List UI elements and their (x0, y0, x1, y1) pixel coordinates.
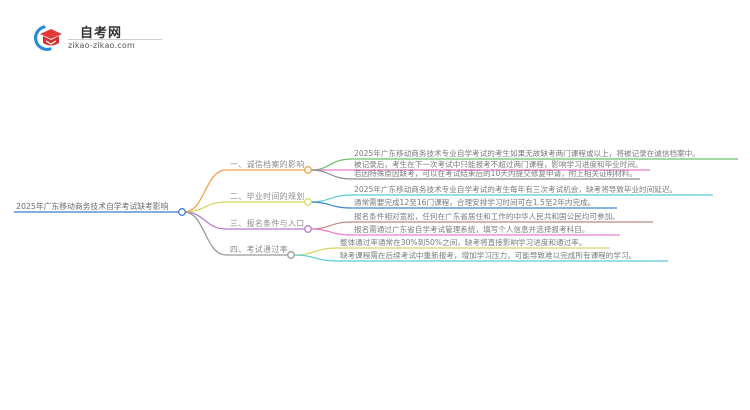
leaf-item[interactable]: 若因特殊原因缺考，可以在考试结束后的10天内提交修复申请，附上相关证明材料。 (354, 169, 638, 178)
branch-graduation-plan[interactable]: 二、毕业时间的规划 (230, 192, 305, 201)
logo-title: 自考网 (80, 26, 123, 41)
branch-1-node-dot (304, 166, 312, 174)
logo-divider (68, 39, 162, 40)
leaf-item[interactable]: 2025年广东移动商务技术专业自学考试的考生如果无故缺考两门课程或以上，将被记录… (354, 149, 700, 158)
graduation-cap-logo-icon (34, 25, 62, 51)
branch-pass-rate[interactable]: 四、考试通过率 (230, 245, 289, 254)
logo-url: zikao-zikao.com (68, 41, 135, 50)
leaf-item[interactable]: 报名需通过广东省自学考试管理系统，填写个人信息并选择报考科目。 (354, 225, 590, 234)
branch-4-node-dot (287, 251, 295, 259)
leaf-item[interactable]: 被记录后，考生在下一次考试中只能报考不超过两门课程，影响学习进度和毕业时间。 (354, 160, 643, 169)
root-topic[interactable]: 2025年广东移动商务技术自学考试缺考影响 (16, 202, 169, 211)
leaf-item[interactable]: 通常需要完成12至16门课程，合理安排学习时间可在1.5至2年内完成。 (354, 198, 596, 207)
site-logo[interactable]: 自考网 zikao-zikao.com (30, 18, 162, 54)
leaf-item[interactable]: 报名条件相对宽松，任何在广东省居住和工作的中华人民共和国公民均可参加。 (354, 212, 620, 221)
branch-registration[interactable]: 三、报名条件与入口 (230, 219, 305, 228)
leaf-item[interactable]: 缺考课程需在后续考试中重新报考，增加学习压力，可能导致难以完成所有课程的学习。 (340, 251, 637, 260)
root-node-dot (178, 208, 186, 216)
branch-integrity-record[interactable]: 一、诚信档案的影响 (230, 160, 305, 169)
leaf-item[interactable]: 整体通过率通常在30%到50%之间，缺考将直接影响学习进度和通过率。 (340, 238, 587, 247)
branch-3-node-dot (304, 225, 312, 233)
branch-2-node-dot (304, 198, 312, 206)
leaf-item[interactable]: 2025年广东移动商务技术专业自学考试的考生每年有三次考试机会，缺考将导致毕业时… (354, 185, 678, 194)
